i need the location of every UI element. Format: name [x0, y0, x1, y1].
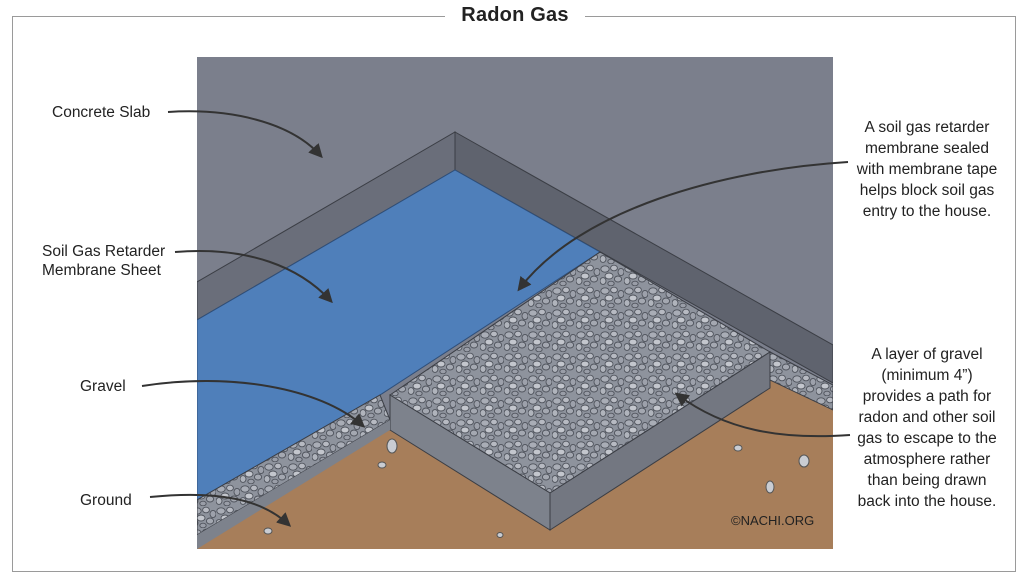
ground-pebble: [733, 444, 743, 452]
note-membrane-line: A soil gas retarder: [864, 119, 990, 136]
label-membrane-line1: Soil Gas Retarder: [42, 243, 166, 260]
note-membrane-line: with membrane tape: [856, 161, 998, 178]
note-gravel-line: radon and other soil: [858, 409, 996, 426]
note-gravel-line: A layer of gravel: [871, 346, 983, 363]
arrow-concrete-slab: [167, 110, 323, 159]
note-membrane-line: helps block soil gas: [859, 182, 995, 199]
label-concrete-slab: Concrete Slab: [52, 104, 151, 121]
arrow-gravel: [141, 379, 366, 428]
note-membrane-line: entry to the house.: [862, 203, 992, 220]
arrow-ground: [149, 493, 292, 527]
arrow-membrane-note: [517, 161, 849, 292]
note-gravel-line: provides a path for: [862, 388, 992, 405]
slab-edge-right: [454, 131, 833, 384]
label-gravel: Gravel: [80, 378, 126, 395]
ground-pebble: [386, 438, 398, 454]
ground-pebble: [496, 532, 504, 538]
ground-pebble: [377, 461, 387, 469]
diagram-title: Radon Gas: [445, 4, 585, 26]
gravel-strip-right: [769, 351, 833, 411]
gravel-strip-left-face: [197, 420, 390, 549]
note-gravel-line: than being drawn: [867, 472, 987, 489]
ground-pebble: [263, 527, 273, 535]
ground-surface: [197, 375, 833, 549]
arrow-gravel-note: [674, 392, 851, 438]
note-membrane-line: membrane sealed: [864, 140, 990, 157]
label-membrane-line2: Membrane Sheet: [42, 262, 161, 279]
note-gravel: A layer of gravel (minimum 4”) provides …: [827, 344, 1027, 512]
note-gravel-line: (minimum 4”): [881, 367, 973, 384]
note-membrane: A soil gas retarder membrane sealed with…: [827, 117, 1027, 222]
label-ground: Ground: [80, 492, 132, 509]
ground-pebble: [765, 480, 775, 494]
gravel-side-right: [549, 351, 771, 531]
title-container: Radon Gas: [0, 4, 1030, 27]
note-gravel-line: atmosphere rather: [863, 451, 991, 468]
ground-pebble: [798, 454, 810, 468]
note-gravel-line: back into the house.: [857, 493, 997, 510]
copyright: ©NACHI.ORG: [731, 513, 815, 528]
note-gravel-line: gas to escape to the: [857, 430, 997, 447]
arrow-membrane: [174, 250, 333, 304]
membrane-sheet: [197, 169, 601, 501]
